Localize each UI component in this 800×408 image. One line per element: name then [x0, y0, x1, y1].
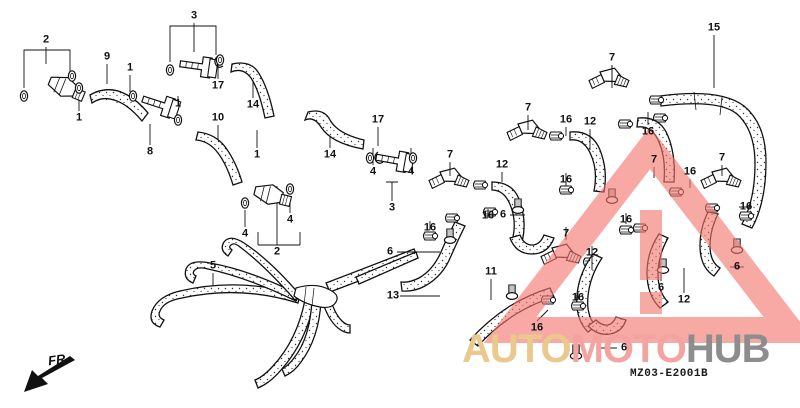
callout-number: 7 — [446, 148, 454, 161]
watermark-text: AUTOMOTOHUB — [462, 327, 771, 371]
callout-number: 16 — [683, 165, 697, 178]
callout-number: 9 — [103, 50, 111, 63]
callout-number: 6 — [386, 245, 394, 258]
callout-number: 6 — [733, 260, 741, 273]
callout-number: 16 — [571, 291, 585, 304]
watermark-segment-moto: MOTO — [570, 327, 687, 371]
callout-number: 3 — [190, 9, 198, 22]
callout-number: 3 — [388, 201, 396, 214]
callout-number: 6 — [620, 341, 628, 354]
callout-number: 1 — [174, 97, 182, 110]
callout-number: 16 — [481, 209, 495, 222]
callout-number: 16 — [530, 321, 544, 334]
callout-number: 14 — [323, 148, 337, 161]
callout-number: 8 — [146, 145, 154, 158]
callout-number: 6 — [657, 281, 665, 294]
callout-number: 14 — [246, 98, 260, 111]
callout-number: 4 — [286, 213, 294, 226]
callout-number: 16 — [739, 200, 753, 213]
callout-number: 7 — [562, 227, 570, 240]
callout-number: 7 — [608, 51, 616, 64]
callout-number: 12 — [585, 246, 599, 259]
callout-number: 16 — [619, 213, 633, 226]
callout-number: 17 — [371, 113, 385, 126]
callout-number: 17 — [211, 79, 225, 92]
callout-number: 15 — [707, 21, 721, 34]
watermark-segment-auto: AUTO — [462, 327, 572, 371]
callout-number: 16 — [559, 113, 573, 126]
callout-number: 12 — [495, 158, 509, 171]
callout-number: 16 — [423, 221, 437, 234]
callout-number: 2 — [42, 33, 50, 46]
callout-number: 4 — [407, 165, 415, 178]
callout-number: 12 — [583, 115, 597, 128]
callout-number: 16 — [641, 125, 655, 138]
callout-number: 11 — [485, 265, 497, 278]
callout-number: 16 — [559, 173, 573, 186]
callout-number: 7 — [524, 101, 532, 114]
callout-number: 10 — [211, 111, 225, 124]
callout-number: 1 — [253, 148, 261, 161]
callout-number: 13 — [386, 289, 400, 302]
part-number-label: MZ03-E2001B — [630, 368, 709, 380]
watermark-segment-hub: HUB — [685, 327, 771, 371]
callout-number: 7 — [718, 151, 726, 164]
callout-number: 4 — [241, 227, 249, 240]
callout-number: 2 — [273, 245, 281, 258]
callout-number: 12 — [677, 293, 691, 306]
callout-number: 4 — [369, 165, 377, 178]
callout-number: 1 — [126, 61, 134, 74]
callout-number: 1 — [75, 111, 83, 124]
callout-number: 6 — [499, 208, 507, 221]
front-direction-arrow — [24, 356, 75, 392]
callout-number: 5 — [209, 259, 217, 272]
callout-number: 7 — [650, 153, 658, 166]
